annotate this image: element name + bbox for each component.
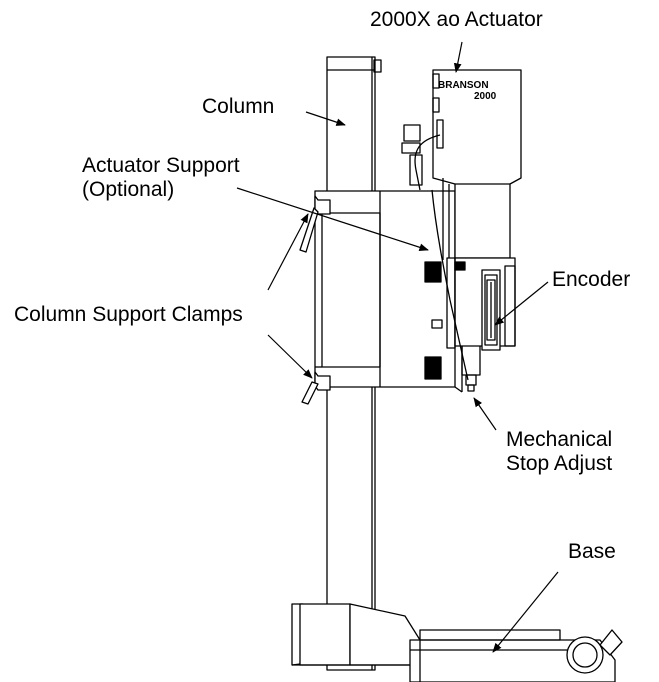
brand-text-line2: 2000	[474, 91, 497, 102]
label-mechanical-stop-line1: Mechanical	[506, 428, 613, 451]
arrow-mechanical-stop	[473, 397, 497, 431]
label-actuator-support-line2: (Optional)	[82, 178, 175, 201]
base	[291, 603, 623, 682]
arrow-base	[492, 571, 559, 653]
arrow-clamp-upper	[267, 213, 309, 291]
label-column-support-clamps: Column Support Clamps	[14, 303, 243, 326]
arrow-column	[305, 111, 346, 126]
encoder-slide	[431, 189, 516, 392]
arrow-actuator	[453, 41, 463, 73]
label-encoder: Encoder	[552, 268, 631, 291]
label-column: Column	[202, 95, 275, 118]
label-base: Base	[568, 540, 616, 563]
label-mechanical-stop-line2: Stop Adjust	[506, 452, 613, 475]
leader-lines	[236, 41, 559, 653]
arrow-encoder	[494, 281, 549, 326]
arrow-clamp-lower	[267, 334, 313, 379]
label-actuator: 2000X ao Actuator	[370, 8, 543, 31]
label-actuator-support-line1: Actuator Support	[82, 154, 240, 177]
column-support-clamps	[299, 195, 331, 405]
arrow-actuator-support	[236, 187, 429, 251]
actuator-support	[314, 190, 463, 393]
brand-text-line1: BRANSON	[438, 80, 489, 91]
actuator-housing	[401, 69, 522, 260]
